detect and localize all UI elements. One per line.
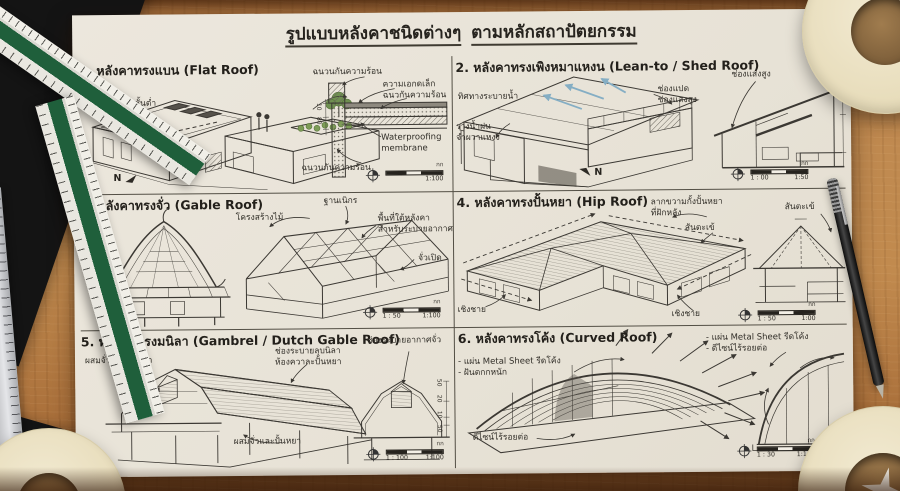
label-highlight-window: ช่องแสงสูง [731,69,771,80]
label-metal-sheet-right: - แผ่น Metal Sheet รีดโค้ง- ดีไซน์ไร้รอย… [705,331,809,354]
top-shadow [0,0,900,12]
label-seamless: ดีไซน์ไร้รอยต่อ [472,432,529,443]
title-part-2: ตามหลักสถาปัตยกรรม [471,21,637,46]
label-attic: พื้นที่ใต้หลังคาสำหรับระบายอากาศ [377,213,453,235]
label-metal-sheet-left: - แผ่น Metal Sheet รีดโค้ง- ฝันตกกหนัก [457,356,561,379]
north-arrow-icon [125,174,137,183]
north-compass-icon [366,447,381,462]
label-hip-ridge-b: สันตะเข้ [784,201,815,213]
flat-roof-sketch [87,76,448,190]
label-insulation-bottom: ฉนวนกันความร้อน [301,162,371,174]
section-hip-roof: 4. หลังคาทรงปั้นหยา (Hip Roof) ลากขวามกั… [455,190,851,327]
label-vent: ช่องระบายลุบนิลาห้องควาละปั้นหยา [274,346,342,368]
scale-bar: กก1 : 301:100 [737,437,815,459]
north-compass-icon [363,305,378,320]
label-eave-right: เชิงชาย [671,308,701,320]
tape-core [851,0,900,65]
label-hip-slope: ลากขวามกั้งปั้นหยาที่ฝักหลัง [650,196,723,219]
label-gutter: รางน้ำฝนจำผวาแหงง [455,121,500,144]
dim-10: 10 [435,410,443,419]
dim-20: 20 [435,394,443,403]
section-gambrel-roof: 5. หลังคาทรงมนิลา (Gambrel / Dutch Gable… [79,329,455,475]
north-arrow: N [113,173,137,184]
north-compass-icon [365,168,380,183]
section-heading: 1. หลังคาทรงแบน (Flat Roof) [78,61,259,79]
label-membrane: Waterproofing membrane [381,132,442,154]
hip-roof-sketch [461,212,846,312]
dim-10: 10 [315,102,323,111]
section-heading: 2. หลังคาทรงเพิงหมาแหงน (Lean-to / Shed … [455,57,760,76]
gable-roof-sketch [98,205,449,327]
bottom-shadow [0,467,900,491]
label-insulation-top: ฉนวนกันความร้อน [312,66,383,78]
pencil-tip [875,384,887,400]
section-shed-roof: 2. หลังคาทรงเพิงหมาแหงน (Lean-to / Shed … [453,55,849,191]
label-hip-ridge-a: สันตะเข้ [684,222,715,234]
label-detail: ความเอกดเล็กฉนวกันความร้อน [382,79,447,101]
north-compass-icon [737,444,752,459]
label-vent-gable: ช่องระบายอากาศจั่ว [366,335,442,346]
north-compass-icon [738,308,753,323]
dim-50b: 50 [435,424,443,433]
gambrel-roof-sketch [105,351,450,468]
dim-50a: 50 [435,378,443,387]
page-title: รูปแบบหลังคาชนิดต่างๆ ตามหลักสถาปัตยกรรม [72,16,850,50]
north-compass-icon [730,167,745,182]
label-structure: โครงสร้างไม้ [235,212,284,223]
label-eave-left: เชิงชาย [457,304,486,316]
architecture-sheet: รูปแบบหลังคาชนิดต่างๆ ตามหลักสถาปัตยกรรม [71,8,855,478]
section-gable-roof: 3. หลังคาทรงจั่ว (Gable Roof) โครงสร้างไ… [78,193,454,330]
label-gable-open: จั่วเปิด [418,253,442,264]
title-part-1: รูปแบบหลังคาชนิดต่างๆ [285,23,462,48]
section-heading: 6. หลังคาทรงโค้ง (Curved Roof) [457,329,658,347]
label-drain-direction: ทิศทางระบายน้ำ [457,91,519,103]
shed-roof-sketch [459,76,847,188]
label-base: ฐานเนิกร [323,195,358,207]
label-mix-bottom: ผสมจั่วและปั้นหยา [233,436,302,448]
section-curved-roof: 6. หลังคาทรงโค้ง (Curved Roof) - แผ่น Me… [456,326,852,472]
section-flat-roof: 1. หลังคาทรงแบน (Flat Roof) ความลาดเอียง… [76,58,452,194]
section-heading: 4. หลังคาทรงปั้นหยา (Hip Roof) [456,193,649,211]
dim-80: 80 [315,116,323,125]
north-arrow: N [578,167,602,178]
north-arrow-icon [579,167,591,176]
label-opening: ช่องแปดช่องแสงสูง [657,84,697,106]
